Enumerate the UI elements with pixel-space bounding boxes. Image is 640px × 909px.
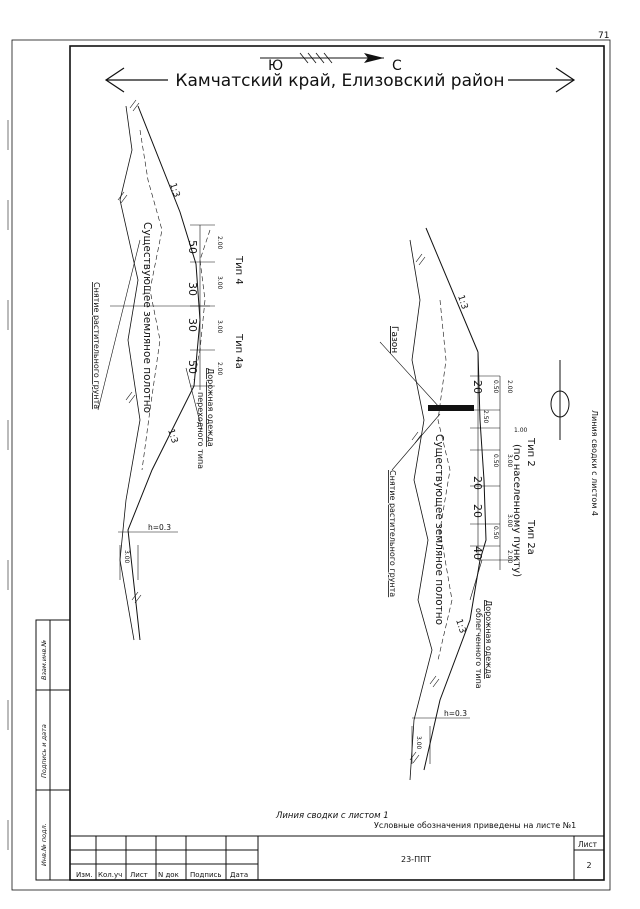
title-block-col-change: Изм. [76, 871, 92, 879]
north-arrow-icon [260, 52, 384, 64]
side-stamp-signature-date: Подпись и дата [40, 724, 48, 778]
right-soil-removal: Снятие растительного грунта [388, 470, 397, 597]
right-slope-2: 1:3 [453, 618, 467, 635]
right-slope-1: 1:3 [455, 294, 469, 311]
left-dim-3: 3.00 [216, 320, 223, 334]
right-cross-slope-3: 20 [471, 504, 484, 518]
right-dim-one: 1.00 [514, 427, 528, 434]
left-slope-2: 1:3 [165, 428, 179, 445]
header-title: Камчатский край, Елизовский район [175, 71, 504, 91]
right-dim-small-4: 0.50 [492, 526, 499, 540]
right-dim-small-2: 2.50 [482, 410, 489, 424]
compass-south: Ю [268, 58, 283, 74]
title-block-sheet-label: Лист [578, 840, 598, 849]
left-dim-4: 2.00 [216, 362, 223, 376]
right-existing-bed: Существующее земляное полотно [433, 434, 445, 625]
right-dim-4: 2.00 [506, 550, 513, 564]
left-cross-slope-2: 30 [186, 282, 199, 296]
left-h-label: h=0.3 [148, 523, 171, 532]
side-stamp [35, 619, 71, 881]
bottom-note-2: Условные обозначения приведены на листе … [374, 821, 576, 830]
left-slope-1: 1:3 [167, 182, 181, 199]
left-existing-bed: Существующее земляное полотно [141, 222, 153, 413]
title-block-sheet-number: 2 [586, 861, 591, 870]
left-dim-2: 3.00 [216, 276, 223, 290]
outer-frame [11, 39, 611, 891]
right-h-dim: 3.00 [415, 736, 422, 750]
right-dim-2: 3.00 [506, 454, 513, 468]
right-type-2: Тип 2 [525, 437, 536, 467]
left-cross-slope-3: 30 [186, 318, 199, 332]
title-block-col-sheet: Лист [130, 871, 148, 879]
title-block-code: 23-ППТ [401, 855, 431, 864]
title-block [70, 835, 604, 880]
right-type-2-note: (по населенному пункту) [511, 444, 522, 577]
inner-frame [69, 45, 605, 881]
compass-north: С [392, 58, 402, 74]
left-type-4a: Тип 4а [233, 333, 244, 369]
right-dim-3: 3.00 [506, 514, 513, 528]
left-cross-slope-4: 50 [186, 360, 199, 374]
right-h-label: h=0.3 [444, 709, 467, 718]
right-cross-slope-2: 20 [471, 476, 484, 490]
right-dim-small-3: 0.50 [492, 454, 499, 468]
left-type-4: Тип 4 [233, 255, 244, 285]
side-stamp-replace-inv: Взам.инв.№ [40, 640, 48, 680]
right-pavement-2: облегченного типа [474, 608, 483, 689]
right-dim-1: 2.00 [506, 380, 513, 394]
right-margin-text: Линия сводки с листом 4 [590, 410, 599, 516]
right-dim-small-1: 0.50 [492, 380, 499, 394]
left-dim-1: 2.00 [216, 236, 223, 250]
title-block-col-signature: Подпись [190, 871, 222, 879]
header-arrow [104, 67, 576, 93]
right-pavement-1: Дорожная одежда [484, 600, 493, 679]
bottom-note-1: Линия сводки с листом 1 [275, 811, 389, 821]
right-lawn: Газон [389, 326, 399, 353]
right-cross-slope-4: 40 [471, 546, 484, 560]
right-type-2a: Тип 2а [525, 519, 536, 555]
side-stamp-original-inv: Инв.№ подл. [40, 823, 48, 866]
left-cross-section [97, 99, 215, 641]
title-block-col-date: Дата [230, 871, 248, 879]
left-soil-removal: Снятие растительного грунта [92, 282, 101, 409]
sheet-corner-number: 71 [598, 31, 609, 41]
left-cross-slope-1: 50 [186, 240, 199, 254]
left-pavement-2: переходного типа [196, 392, 205, 469]
left-pavement-1: Дорожная одежда [206, 368, 215, 447]
left-h-dim: 3.00 [123, 550, 130, 564]
right-cross-slope-1: 20 [471, 380, 484, 394]
title-block-col-count: Кол.уч [98, 871, 122, 879]
right-cross-section [379, 227, 570, 781]
title-block-col-doc: N док [158, 871, 179, 879]
